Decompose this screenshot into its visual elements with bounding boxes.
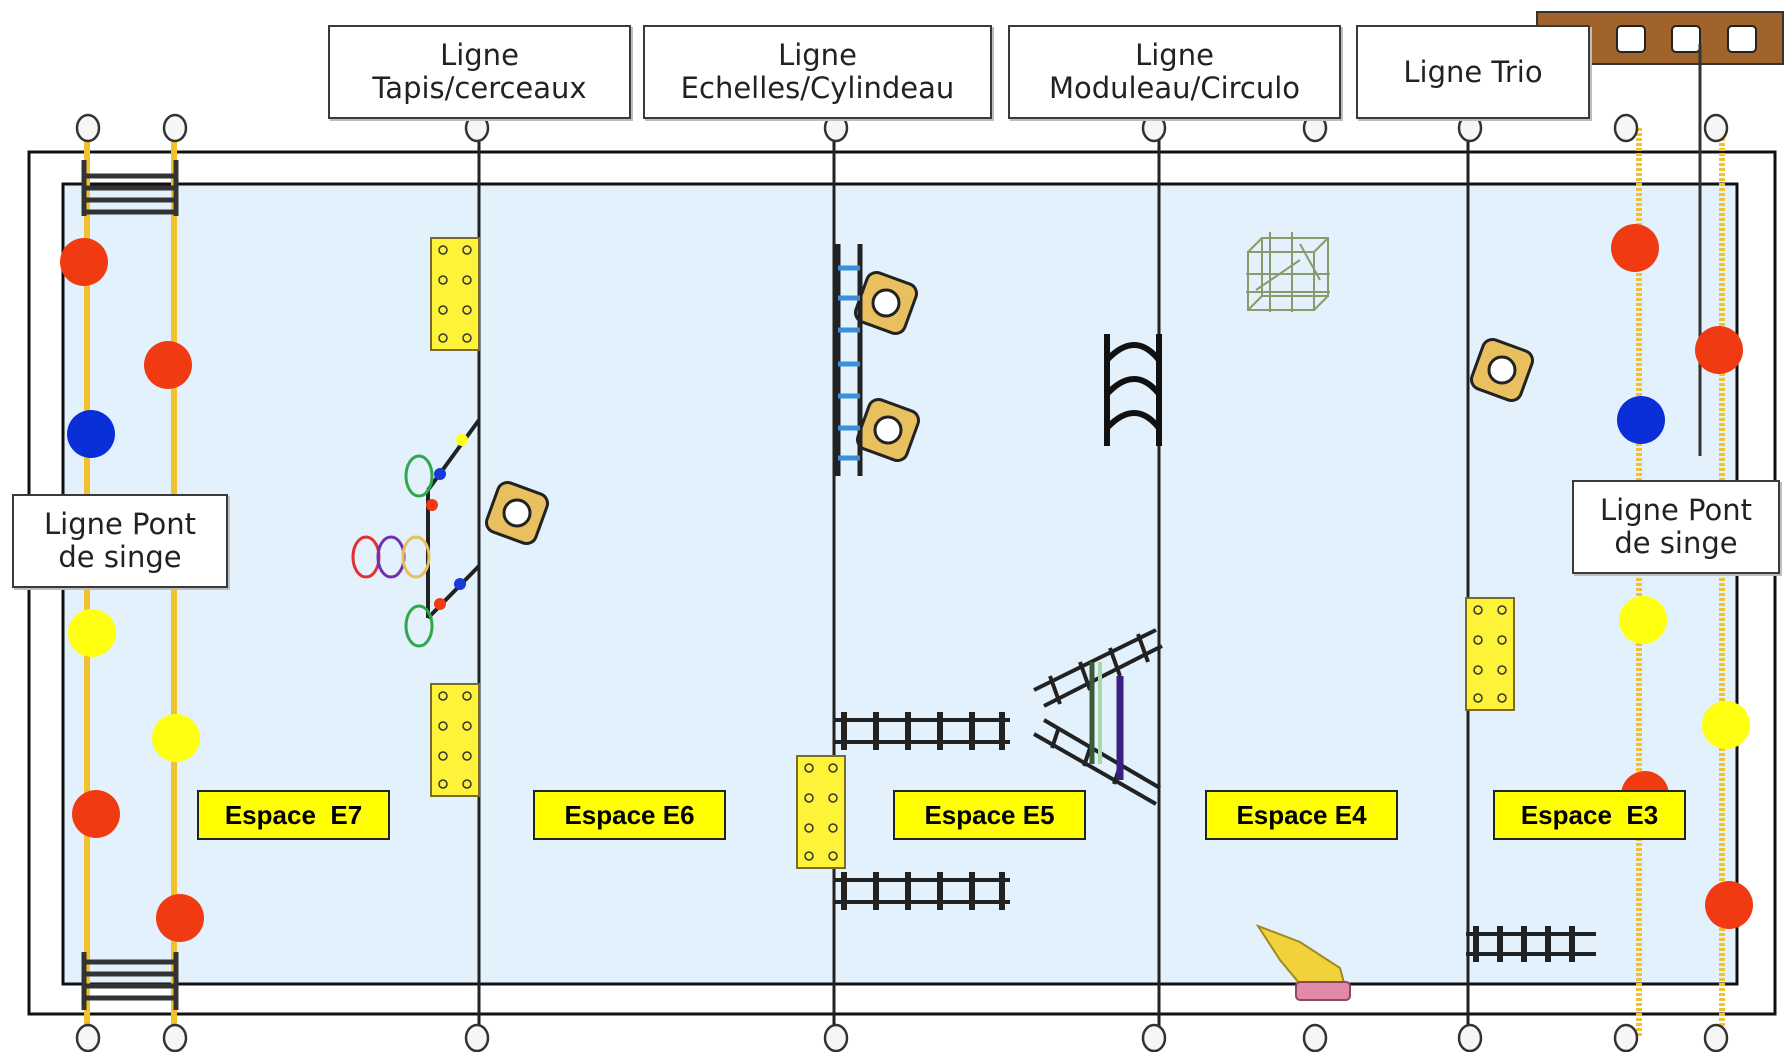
brush-icon <box>1255 923 1351 1001</box>
hook-icon <box>162 1023 188 1052</box>
ladder-icon <box>1466 926 1596 962</box>
ball-icon <box>1705 881 1753 929</box>
espace-e4-label: Espace E4 <box>1205 790 1398 840</box>
ball-icon <box>156 894 204 942</box>
cage-icon <box>1246 232 1330 312</box>
ball-icon <box>1611 224 1659 272</box>
hook-icon <box>1613 113 1639 143</box>
espace-e5-label: Espace E5 <box>893 790 1086 840</box>
wall-bars-icon <box>1536 11 1784 456</box>
ball-icon <box>1619 596 1667 644</box>
hook-icon <box>464 1023 490 1052</box>
ball-icon <box>1695 326 1743 374</box>
hook-icon <box>823 1023 849 1052</box>
label-line-echelles-cylindeau: Ligne Echelles/Cylindeau <box>643 25 992 119</box>
hook-icon <box>75 1023 101 1052</box>
mat-icon <box>796 755 846 869</box>
ball-icon <box>152 714 200 762</box>
hook-icon <box>1457 1023 1483 1052</box>
hook-icon <box>75 113 101 143</box>
label-line-moduleau-circulo: Ligne Moduleau/Circulo <box>1008 25 1341 119</box>
ball-icon <box>67 410 115 458</box>
mat-icon <box>1465 597 1515 711</box>
hook-icon <box>1141 1023 1167 1052</box>
ball-icon <box>60 238 108 286</box>
espace-e7-label: Espace E7 <box>197 790 390 840</box>
ball-icon <box>68 609 116 657</box>
label-pont-de-singe-left: Ligne Pont de singe <box>12 494 228 588</box>
hook-icon <box>162 113 188 143</box>
hook-icon <box>1703 1023 1729 1052</box>
label-line-tapis-cerceaux: Ligne Tapis/cerceaux <box>328 25 631 119</box>
mat-icon <box>430 237 480 351</box>
ladder-icon <box>1033 628 1163 806</box>
ladder-icon <box>835 244 863 476</box>
ladder-icon <box>81 160 179 216</box>
label-pont-de-singe-right: Ligne Pont de singe <box>1572 480 1780 574</box>
mat-icon <box>430 683 480 797</box>
hoop-icon <box>351 418 481 648</box>
ball-icon <box>1617 396 1665 444</box>
ball-icon <box>72 790 120 838</box>
espace-e3-label: Espace E3 <box>1493 790 1686 840</box>
hook-icon <box>1302 1023 1328 1052</box>
ball-icon <box>144 341 192 389</box>
ball-icon <box>1702 701 1750 749</box>
label-line-trio: Ligne Trio <box>1356 25 1590 119</box>
espace-e6-label: Espace E6 <box>533 790 726 840</box>
ladder-icon <box>81 952 179 1010</box>
hook-icon <box>1613 1023 1639 1052</box>
arch-icon <box>1104 334 1162 446</box>
hook-icon <box>1703 113 1729 143</box>
